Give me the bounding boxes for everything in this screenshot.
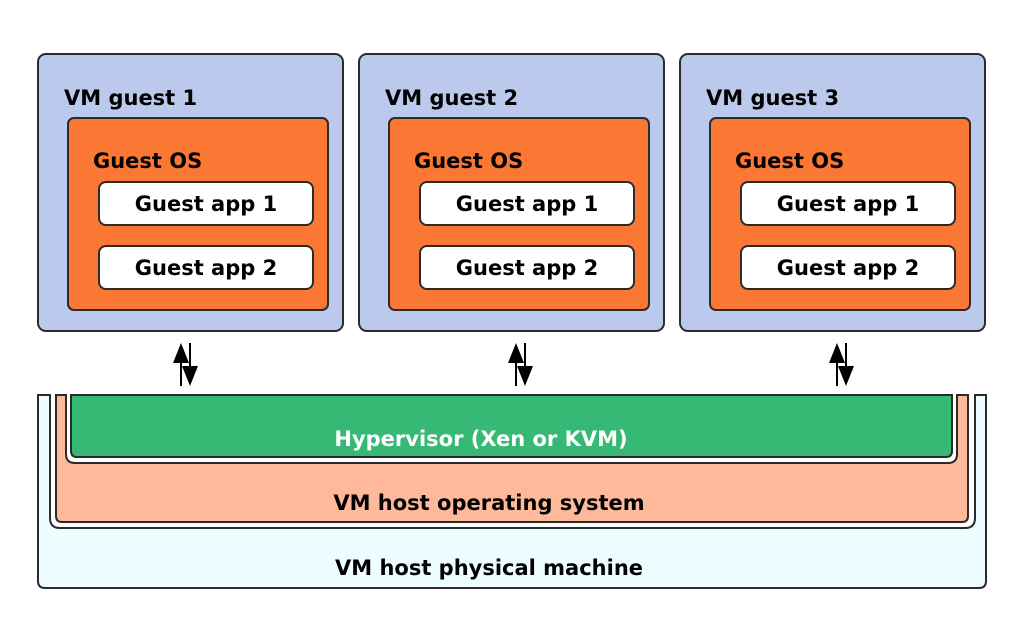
guest-app-label: Guest app 1 (777, 192, 919, 216)
guest-app-box (740, 245, 956, 290)
physical-machine-label: VM host physical machine (335, 556, 643, 580)
hypervisor-label: Hypervisor (Xen or KVM) (334, 427, 627, 451)
guest-app-box (740, 181, 956, 226)
bidirectional-arrow-icon (508, 343, 533, 386)
guest-os-label: Guest OS (93, 149, 202, 173)
guest-app-box (98, 245, 314, 290)
hypervisor-box (70, 394, 953, 458)
guest-app-box (98, 181, 314, 226)
guest-os-label: Guest OS (414, 149, 523, 173)
host-os-box (55, 394, 969, 523)
vm-guest-title: VM guest 1 (64, 86, 197, 110)
guest-app-box (419, 245, 635, 290)
guest-app-label: Guest app 1 (456, 192, 598, 216)
bidirectional-arrow-icon (173, 343, 198, 386)
physical-machine-box (37, 394, 987, 589)
guest-os-label: Guest OS (735, 149, 844, 173)
bidirectional-arrow-icon (829, 343, 854, 386)
vm-guest-title: VM guest 3 (706, 86, 839, 110)
host-os-label: VM host operating system (333, 491, 644, 515)
vm-guest-1: VM guest 1 Guest OS Guest app 1 Guest ap… (37, 53, 344, 332)
vm-guest-3: VM guest 3 Guest OS Guest app 1 Guest ap… (679, 53, 986, 332)
physical-machine-layer: VM host physical machine (37, 394, 987, 589)
vm-guest-2: VM guest 2 Guest OS Guest app 1 Guest ap… (358, 53, 665, 332)
guest-app-box (419, 181, 635, 226)
guest-app-label: Guest app 2 (456, 256, 598, 280)
vm-guest-title: VM guest 2 (385, 86, 518, 110)
hypervisor-layer: Hypervisor (Xen or KVM) (70, 394, 953, 458)
guest-app-label: Guest app 2 (777, 256, 919, 280)
guest-app-label: Guest app 1 (135, 192, 277, 216)
host-os-layer: VM host operating system (55, 394, 969, 523)
guest-app-label: Guest app 2 (135, 256, 277, 280)
